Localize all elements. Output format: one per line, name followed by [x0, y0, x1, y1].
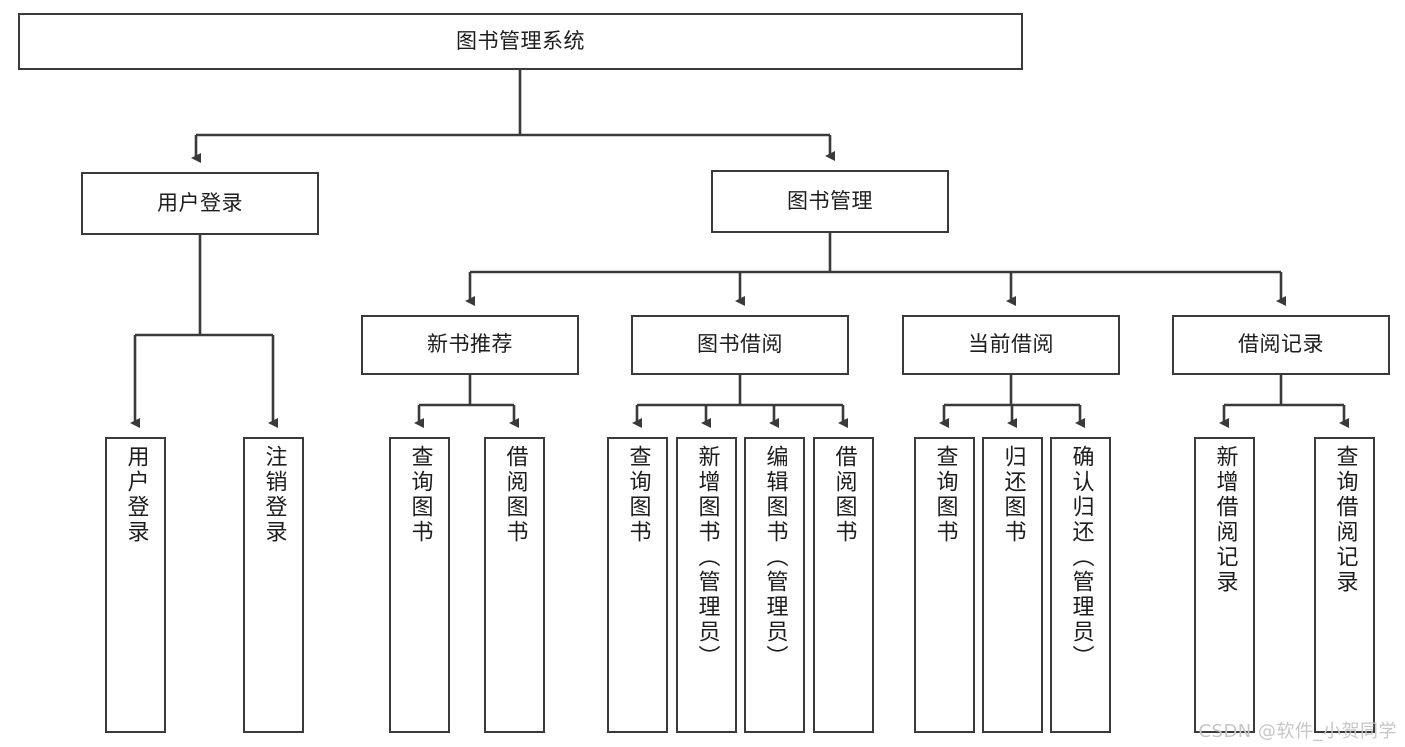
- leaf-return-book-label: 归还图书: [1000, 445, 1026, 545]
- leaf-logout[interactable]: 注销登录: [243, 437, 304, 733]
- node-user-login-label: 用户登录: [157, 190, 243, 215]
- leaf-query-book-borrow[interactable]: 查询图书: [607, 437, 668, 733]
- leaf-borrow-book-label: 借阅图书: [831, 445, 857, 545]
- leaf-confirm-return-admin-label: 确认归还（管理员）: [1068, 445, 1094, 670]
- node-new-book-recommend-label: 新书推荐: [427, 332, 513, 357]
- leaf-add-borrow-record[interactable]: 新增借阅记录: [1194, 437, 1255, 733]
- leaf-borrow-book-rec-label: 借阅图书: [502, 445, 528, 545]
- leaf-add-book-admin-label: 新增图书（管理员）: [694, 445, 720, 670]
- node-root-label: 图书管理系统: [456, 28, 585, 53]
- node-root[interactable]: 图书管理系统: [18, 13, 1023, 70]
- node-book-borrow[interactable]: 图书借阅: [631, 315, 849, 375]
- node-borrow-record[interactable]: 借阅记录: [1172, 315, 1390, 375]
- node-book-management-label: 图书管理: [787, 188, 873, 213]
- leaf-query-book-rec[interactable]: 查询图书: [389, 437, 450, 733]
- leaf-add-book-admin[interactable]: 新增图书（管理员）: [676, 437, 737, 733]
- leaf-edit-book-admin[interactable]: 编辑图书（管理员）: [744, 437, 805, 733]
- node-user-login[interactable]: 用户登录: [81, 172, 319, 235]
- leaf-user-login-label: 用户登录: [123, 445, 149, 545]
- node-book-borrow-label: 图书借阅: [697, 332, 783, 357]
- leaf-logout-label: 注销登录: [261, 445, 287, 545]
- leaf-edit-book-admin-label: 编辑图书（管理员）: [762, 445, 788, 670]
- leaf-query-borrow-record[interactable]: 查询借阅记录: [1314, 437, 1375, 733]
- leaf-query-book-rec-label: 查询图书: [407, 445, 433, 545]
- leaf-borrow-book-rec[interactable]: 借阅图书: [484, 437, 545, 733]
- connectors: [130, 70, 1349, 428]
- leaf-query-book-current-label: 查询图书: [932, 445, 958, 545]
- leaf-return-book[interactable]: 归还图书: [982, 437, 1043, 733]
- leaf-query-borrow-record-label: 查询借阅记录: [1332, 445, 1358, 595]
- leaf-borrow-book[interactable]: 借阅图书: [813, 437, 874, 733]
- node-current-borrow-label: 当前借阅: [968, 332, 1054, 357]
- leaf-query-book-current[interactable]: 查询图书: [914, 437, 975, 733]
- leaf-query-book-borrow-label: 查询图书: [625, 445, 651, 545]
- leaf-confirm-return-admin[interactable]: 确认归还（管理员）: [1050, 437, 1111, 733]
- node-book-management[interactable]: 图书管理: [711, 170, 949, 233]
- node-current-borrow[interactable]: 当前借阅: [902, 315, 1120, 375]
- node-new-book-recommend[interactable]: 新书推荐: [361, 315, 579, 375]
- leaf-add-borrow-record-label: 新增借阅记录: [1212, 445, 1238, 595]
- leaf-user-login[interactable]: 用户登录: [105, 437, 166, 733]
- node-borrow-record-label: 借阅记录: [1238, 332, 1324, 357]
